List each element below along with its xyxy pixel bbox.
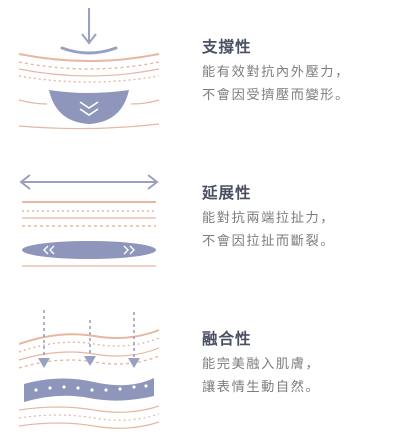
- skin-fusion-icon: [18, 310, 160, 429]
- feature-support: 支撐性 能有效對抗內外壓力， 不會因受擠壓而變形。: [0, 0, 400, 140]
- feature-stretch: 延展性 能對抗兩端拉扯力， 不會因拉扯而斷裂。: [0, 140, 400, 280]
- feature-desc-line: 不會因受擠壓而變形。: [202, 88, 350, 103]
- feature-title: 支撐性: [202, 38, 252, 56]
- support-compression-icon: [18, 8, 160, 130]
- feature-desc-line: 讓表情生動自然。: [202, 380, 321, 395]
- feature-title: 延展性: [202, 184, 252, 202]
- feature-title: 融合性: [202, 330, 252, 348]
- feature-desc-line: 能對抗兩端拉扯力，: [202, 211, 336, 226]
- feature-desc-line: 能有效對抗內外壓力，: [202, 65, 350, 80]
- feature-desc-line: 不會因拉扯而斷裂。: [202, 234, 336, 249]
- stretch-tension-icon: [19, 174, 159, 267]
- feature-fusion: 融合性 能完美融入肌膚， 讓表情生動自然。: [0, 296, 400, 436]
- feature-desc-line: 能完美融入肌膚，: [202, 357, 321, 372]
